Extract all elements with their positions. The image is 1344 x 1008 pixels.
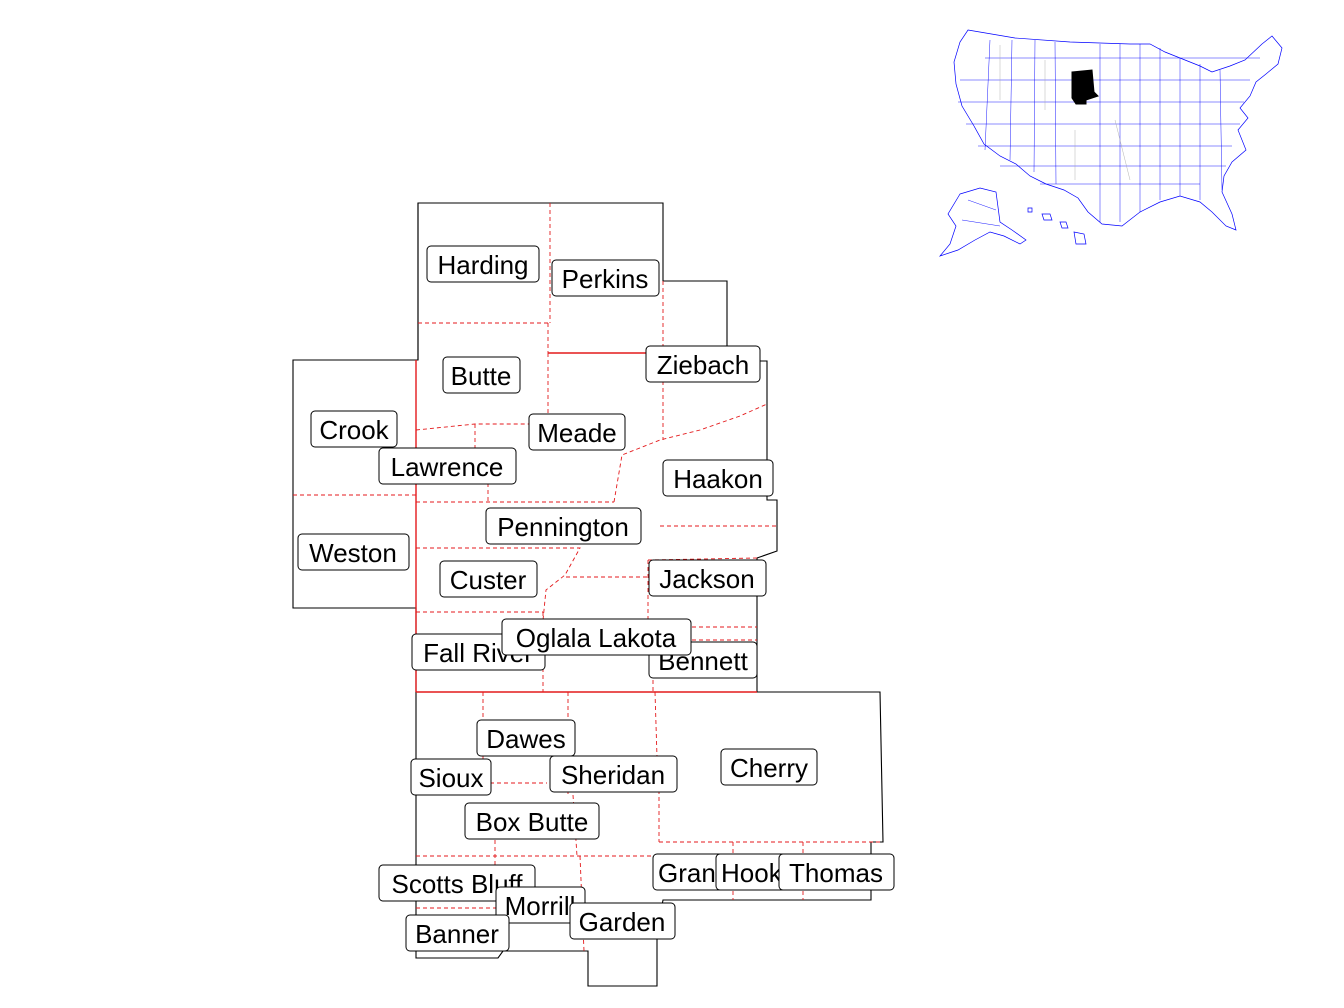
label-weston: Weston <box>297 533 410 571</box>
label-sheridan: Sheridan <box>549 755 678 793</box>
svg-text:Lawrence: Lawrence <box>391 452 504 482</box>
svg-text:Ziebach: Ziebach <box>657 350 750 380</box>
label-harding: Harding <box>426 245 540 283</box>
svg-text:Perkins: Perkins <box>562 264 649 294</box>
label-haakon: Haakon <box>662 459 774 497</box>
svg-text:Meade: Meade <box>537 418 617 448</box>
svg-text:Box Butte: Box Butte <box>476 807 589 837</box>
svg-text:Jackson: Jackson <box>659 564 754 594</box>
svg-text:Sheridan: Sheridan <box>561 760 665 790</box>
svg-text:Garden: Garden <box>579 907 666 937</box>
svg-text:Cherry: Cherry <box>730 753 808 783</box>
svg-text:Custer: Custer <box>450 565 527 595</box>
svg-text:Grant: Grant <box>658 858 724 888</box>
label-cherry: Cherry <box>720 748 818 786</box>
label-sioux: Sioux <box>410 758 492 796</box>
svg-text:Pennington: Pennington <box>497 512 629 542</box>
svg-text:Dawes: Dawes <box>486 724 565 754</box>
label-jackson: Jackson <box>648 559 767 597</box>
label-custer: Custer <box>439 560 538 598</box>
svg-text:Oglala Lakota: Oglala Lakota <box>516 623 677 653</box>
label-morrill: Morrill <box>495 886 586 924</box>
label-crook: Crook <box>310 410 398 448</box>
svg-text:Banner: Banner <box>415 919 499 949</box>
label-ziebach: Ziebach <box>645 345 761 383</box>
label-thomas: Thomas <box>778 853 895 891</box>
svg-text:Haakon: Haakon <box>673 464 763 494</box>
us-locator-inset-icon <box>938 29 1283 257</box>
svg-text:Crook: Crook <box>319 415 389 445</box>
svg-text:Sioux: Sioux <box>418 763 483 793</box>
svg-text:Weston: Weston <box>309 538 397 568</box>
label-oglala-lakota: Oglala Lakota <box>501 618 692 656</box>
svg-text:Morrill: Morrill <box>505 891 576 921</box>
label-garden: Garden <box>569 902 676 940</box>
label-meade: Meade <box>528 413 626 451</box>
label-dawes: Dawes <box>476 719 576 757</box>
label-perkins: Perkins <box>551 259 660 297</box>
label-banner: Banner <box>405 914 510 952</box>
label-butte: Butte <box>442 356 521 394</box>
svg-text:Butte: Butte <box>451 361 512 391</box>
svg-text:Harding: Harding <box>437 250 528 280</box>
label-lawrence: Lawrence <box>378 447 517 485</box>
label-box-butte: Box Butte <box>464 802 600 840</box>
label-pennington: Pennington <box>485 507 642 545</box>
svg-text:Thomas: Thomas <box>789 858 883 888</box>
county-labels: Harding Perkins Butte Ziebach Crook Mead… <box>297 245 895 952</box>
